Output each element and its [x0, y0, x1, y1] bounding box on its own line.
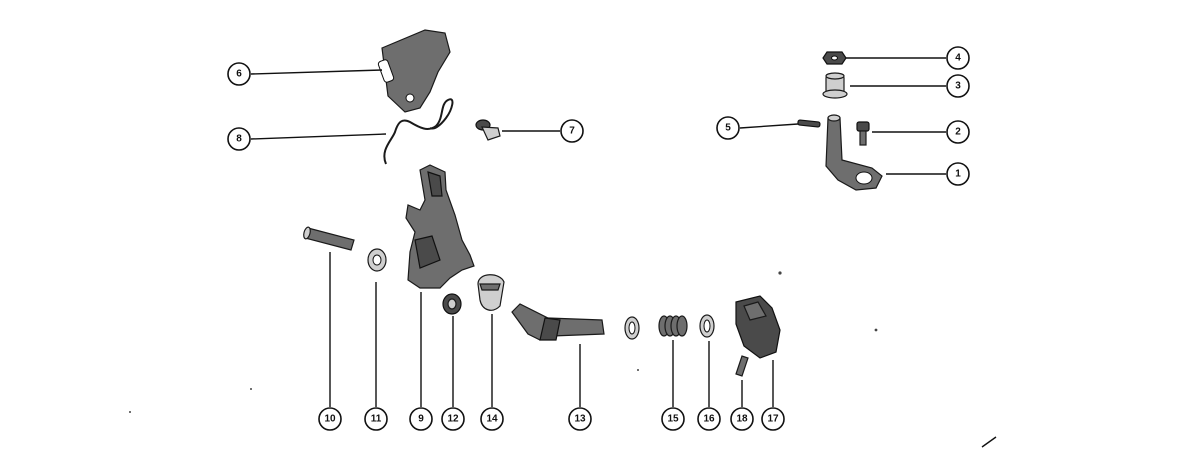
part-14-cap	[477, 274, 505, 311]
callout-1: 1	[946, 162, 970, 186]
callout-11-label: 11	[371, 414, 382, 425]
leader-lines	[250, 57, 946, 407]
part-2-bolt	[856, 121, 870, 146]
callout-8-label: 8	[236, 134, 242, 145]
callout-13-label: 13	[574, 414, 586, 425]
callout-6: 6	[227, 62, 251, 86]
part-17-knob	[735, 295, 781, 359]
part-4-nut	[822, 51, 847, 65]
callout-17: 17	[761, 407, 785, 431]
part-5-pin	[797, 119, 821, 128]
callout-2: 2	[946, 120, 970, 144]
part-9-lever-housing	[405, 164, 475, 289]
callout-3: 3	[946, 74, 970, 98]
callout-9: 9	[409, 407, 433, 431]
callout-7-label: 7	[569, 126, 575, 137]
callout-16: 16	[697, 407, 721, 431]
callout-9-label: 9	[418, 414, 424, 425]
callout-4-label: 4	[955, 53, 961, 64]
callout-15: 15	[661, 407, 685, 431]
callout-4: 4	[946, 46, 970, 70]
part-ring	[624, 316, 640, 340]
callout-15-label: 15	[667, 414, 679, 425]
part-12-nut	[442, 293, 462, 315]
callout-7: 7	[560, 119, 584, 143]
callout-10: 10	[318, 407, 342, 431]
callout-12-label: 12	[447, 414, 459, 425]
part-11-washer	[367, 248, 387, 272]
part-8-wire-spring	[383, 98, 454, 165]
callout-12: 12	[441, 407, 465, 431]
callout-17-label: 17	[767, 414, 779, 425]
callout-13: 13	[568, 407, 592, 431]
callout-11: 11	[364, 407, 388, 431]
part-1-crank-arm	[825, 114, 883, 191]
part-16-washer	[699, 314, 715, 338]
callout-14: 14	[480, 407, 504, 431]
callout-3-label: 3	[955, 81, 961, 92]
part-7-screw	[475, 119, 501, 141]
part-18-roll-pin	[735, 355, 749, 377]
scan-specks	[129, 271, 997, 448]
callout-14-label: 14	[486, 414, 498, 425]
callout-6-label: 6	[236, 69, 242, 80]
callout-5: 5	[716, 116, 740, 140]
callout-1-label: 1	[955, 169, 961, 180]
callout-10-label: 10	[324, 414, 336, 425]
callout-18: 18	[730, 407, 754, 431]
callout-5-label: 5	[725, 123, 731, 134]
part-6-bracket-plate	[377, 29, 451, 113]
callout-2-label: 2	[955, 127, 961, 138]
part-10-pin	[303, 226, 355, 251]
part-15-spring	[658, 315, 688, 337]
callout-16-label: 16	[703, 414, 715, 425]
callout-8: 8	[227, 127, 251, 151]
part-13-shift-shaft	[511, 303, 605, 341]
callout-18-label: 18	[736, 414, 748, 425]
part-3-bushing	[822, 72, 848, 99]
